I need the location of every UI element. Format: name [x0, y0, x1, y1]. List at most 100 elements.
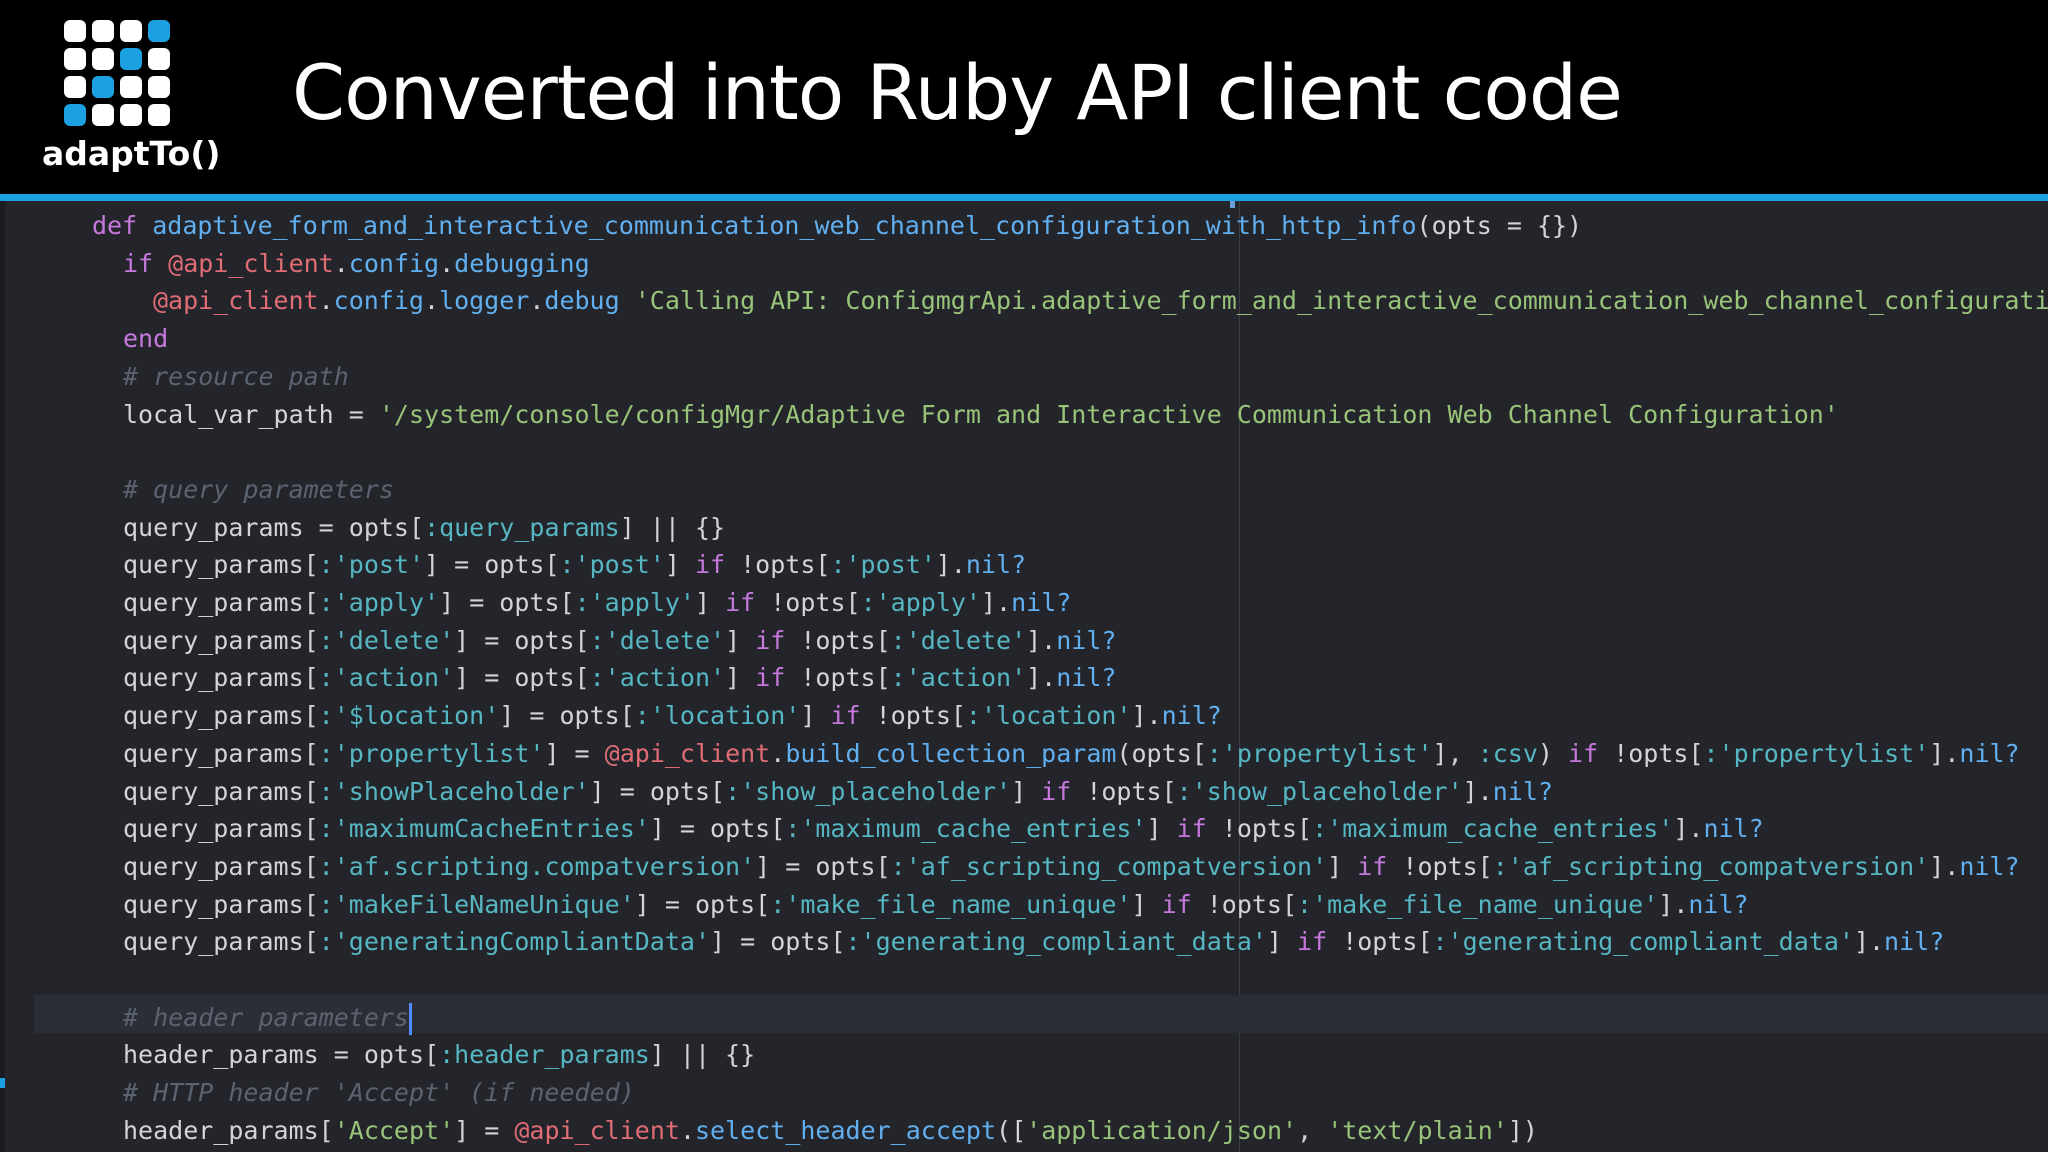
code-token: :query_params	[424, 512, 620, 542]
code-line[interactable]: query_params = opts[:query_params] || {}	[123, 509, 725, 547]
code-token: :'generatingCompliantData'	[318, 927, 711, 957]
code-token: query_params[	[123, 701, 319, 731]
code-token: ].	[1658, 889, 1689, 919]
code-line[interactable]: query_params[:'$location'] = opts[:'loca…	[123, 697, 1222, 735]
code-token: 'Calling API: ConfigmgrApi.adaptive_form…	[634, 286, 2048, 316]
code-token: :'apply'	[318, 588, 440, 617]
code-token: .	[423, 286, 440, 316]
code-token: header_params = opts[	[123, 1040, 440, 1070]
code-line[interactable]: query_params[:'af.scripting.compatversio…	[123, 848, 2020, 886]
code-token: !opts[	[755, 588, 861, 617]
code-token: :'location'	[965, 701, 1132, 731]
code-token: :'maximum_cache_entries'	[785, 814, 1147, 844]
code-token: ]	[1011, 776, 1042, 806]
code-token: )	[1537, 738, 1569, 768]
code-line[interactable]: query_params[:'maximumCacheEntries'] = o…	[123, 810, 1764, 848]
code-line[interactable]: @api_client.config.logger.debug 'Calling…	[153, 282, 2048, 320]
code-line[interactable]: header_params['Accept'] = @api_client.se…	[123, 1112, 1538, 1150]
code-token: end	[123, 324, 169, 354]
code-line[interactable]: header_params = opts[:header_params] || …	[123, 1036, 755, 1074]
code-token: ]	[725, 625, 756, 655]
code-token	[620, 286, 635, 315]
code-token: if	[1176, 814, 1207, 844]
code-token: build_collection_param	[785, 738, 1117, 768]
code-token: ].	[1026, 663, 1057, 693]
code-line[interactable]: # header parameters	[123, 999, 412, 1037]
code-token: debug	[544, 286, 620, 316]
code-line[interactable]: # HTTP header 'Accept' (if needed)	[123, 1074, 635, 1112]
code-token: def	[92, 211, 153, 240]
code-token: !opts[	[860, 701, 966, 731]
code-token: ] = opts[	[755, 851, 891, 881]
code-token: nil?	[1959, 851, 2020, 881]
code-token: nil?	[1056, 663, 1117, 693]
code-token: :'af.scripting.compatversion'	[318, 851, 756, 881]
code-token: # header parameters	[123, 1002, 409, 1032]
code-editor[interactable]	[0, 201, 2048, 1152]
code-token: query_params[	[123, 625, 319, 655]
code-token: :'location'	[634, 701, 801, 731]
code-token: ] || {}	[649, 1040, 756, 1070]
code-token: ]	[725, 663, 756, 693]
code-token: .	[318, 286, 334, 316]
code-token: config	[348, 248, 440, 278]
code-token: ]	[800, 701, 831, 731]
code-token: ])	[1507, 1115, 1538, 1145]
code-token: !opts[	[1327, 927, 1433, 957]
code-line[interactable]: def adaptive_form_and_interactive_commun…	[92, 207, 1582, 245]
code-token: :'post'	[830, 550, 936, 580]
code-line[interactable]: end	[123, 320, 168, 358]
code-line[interactable]: query_params[:'action'] = opts[:'action'…	[123, 659, 1116, 697]
code-line[interactable]: query_params[:'propertylist'] = @api_cli…	[123, 735, 2020, 773]
code-token: :'action'	[318, 663, 455, 693]
slide-header: adaptTo() Converted into Ruby API client…	[0, 0, 2048, 194]
code-token: nil?	[1884, 927, 1945, 957]
code-line[interactable]: query_params[:'post'] = opts[:'post'] if…	[123, 546, 1026, 584]
code-token: !opts[	[1071, 776, 1177, 806]
code-token: :'make_file_name_unique'	[1297, 889, 1659, 919]
code-token: select_header_accept	[695, 1115, 997, 1145]
code-line[interactable]: query_params[:'generatingCompliantData']…	[123, 923, 1944, 961]
code-token: :'generating_compliant_data'	[845, 927, 1267, 957]
column-ruler	[1239, 201, 1240, 1152]
code-token: ] = opts[	[424, 550, 560, 580]
code-token: ].	[1462, 776, 1493, 806]
code-line[interactable]: query_params[:'delete'] = opts[:'delete'…	[123, 622, 1116, 660]
code-token: ] = opts[	[710, 927, 846, 957]
code-token: if	[1161, 889, 1192, 919]
code-token: :'af_scripting_compatversion'	[890, 851, 1328, 881]
code-token: ].	[1131, 701, 1162, 731]
code-token: nil?	[1056, 625, 1117, 655]
code-token: :'makeFileNameUnique'	[318, 889, 635, 919]
code-token: .	[679, 1115, 695, 1145]
code-line[interactable]: query_params[:'showPlaceholder'] = opts[…	[123, 773, 1553, 811]
code-token: header_params[	[123, 1115, 334, 1145]
code-token: if	[1297, 927, 1328, 957]
code-token: :'delete'	[890, 625, 1027, 655]
code-token: .	[529, 286, 545, 316]
code-line[interactable]: # query parameters	[123, 471, 394, 509]
code-token: ]	[1327, 851, 1358, 881]
code-token: adaptive_form_and_interactive_communicat…	[152, 211, 1417, 240]
code-token: query_params[	[123, 663, 319, 693]
code-token: !opts[	[1598, 738, 1704, 768]
code-token: nil?	[1688, 889, 1749, 919]
code-line[interactable]: local_var_path = '/system/console/config…	[123, 396, 1839, 434]
code-token: :'propertylist'	[318, 738, 545, 768]
code-line[interactable]: query_params[:'makeFileNameUnique'] = op…	[123, 886, 1749, 924]
header-accent-bar	[0, 194, 2048, 201]
code-token: if	[755, 625, 786, 655]
code-token: ] || {}	[619, 512, 726, 542]
code-token: :'post'	[318, 550, 425, 580]
code-line[interactable]: # resource path	[123, 358, 349, 396]
code-token: :'propertylist'	[1206, 738, 1433, 768]
code-token: @api_client	[604, 738, 771, 768]
code-token: !opts[	[1191, 889, 1298, 919]
code-token: query_params[	[123, 738, 319, 768]
code-line[interactable]: query_params[:'apply'] = opts[:'apply'] …	[123, 584, 1071, 622]
code-token: :'post'	[559, 550, 665, 580]
code-token: 'text/plain'	[1327, 1115, 1508, 1145]
code-token: ] = opts[	[634, 889, 771, 919]
code-line[interactable]: if @api_client.config.debugging	[123, 245, 590, 283]
code-token: ].	[1929, 738, 1960, 768]
